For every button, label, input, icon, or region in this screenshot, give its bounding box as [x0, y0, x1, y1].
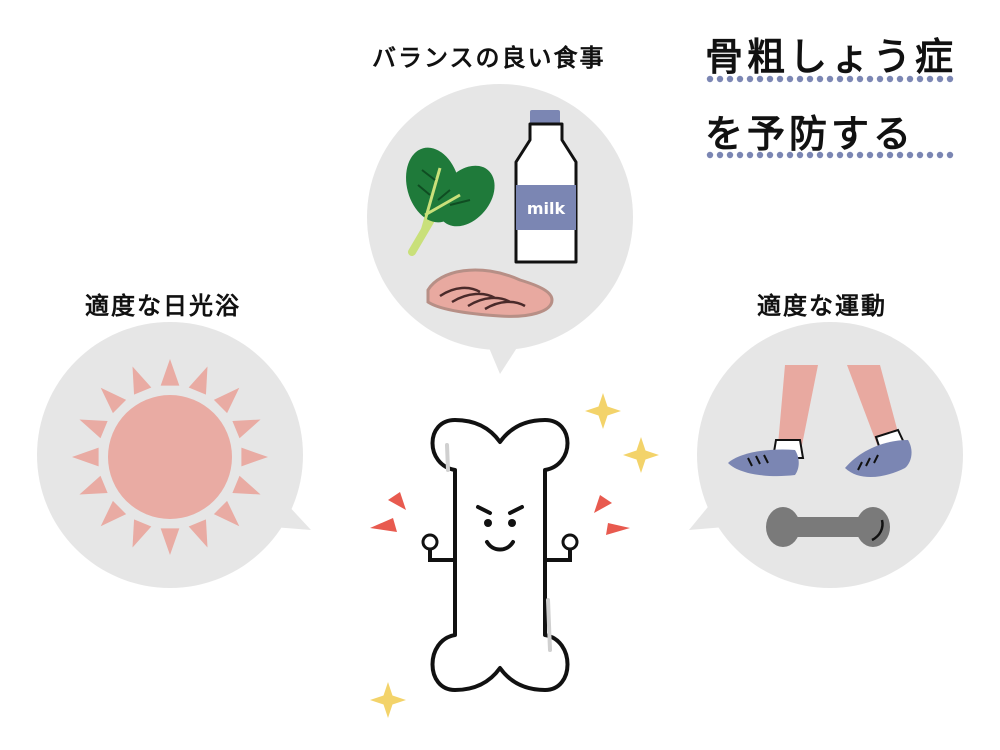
title-line-1: 骨粗しょう症 — [705, 35, 958, 79]
title-dotted-underline — [706, 75, 954, 159]
diet-bubble — [367, 84, 633, 374]
sun-ray — [79, 475, 108, 495]
spinach-icon — [406, 147, 495, 256]
sun-ray — [213, 500, 240, 527]
shoe-left-icon — [728, 449, 799, 477]
milk-bottle-icon: milk — [514, 110, 578, 264]
sparkle-star — [623, 437, 659, 473]
milk-label: milk — [527, 199, 566, 218]
exercise-bubble — [689, 322, 963, 588]
sun-ray — [232, 419, 261, 439]
sun-ray — [79, 419, 108, 439]
sun-ray — [72, 447, 99, 467]
sun-label: 適度な日光浴 — [85, 292, 241, 320]
sparkle-star — [370, 682, 406, 718]
sun-ray — [188, 519, 208, 548]
sun-ray — [100, 500, 127, 527]
title-line-2: を予防する — [705, 112, 916, 156]
sun-ray — [241, 447, 268, 467]
sun-ray — [100, 387, 127, 414]
dumbbell-icon — [766, 507, 890, 547]
sparkle-star — [585, 393, 621, 429]
accent-marks — [370, 492, 630, 535]
sun-ray — [160, 359, 180, 386]
sun-ray — [132, 519, 152, 548]
sun-ray — [188, 366, 208, 395]
sun-ray — [160, 528, 180, 555]
sparkle-icon — [370, 393, 659, 718]
bone-character-icon — [421, 418, 579, 692]
legs-icon — [728, 365, 912, 478]
diet-label: バランスの良い食事 — [372, 44, 606, 72]
sun-ray — [132, 366, 152, 395]
salmon-icon — [426, 268, 554, 318]
exercise-label: 適度な運動 — [757, 292, 887, 320]
shoe-right-icon — [845, 440, 912, 478]
sun-icon — [72, 359, 268, 555]
sun-ray — [232, 475, 261, 495]
sun-ray — [213, 387, 240, 414]
